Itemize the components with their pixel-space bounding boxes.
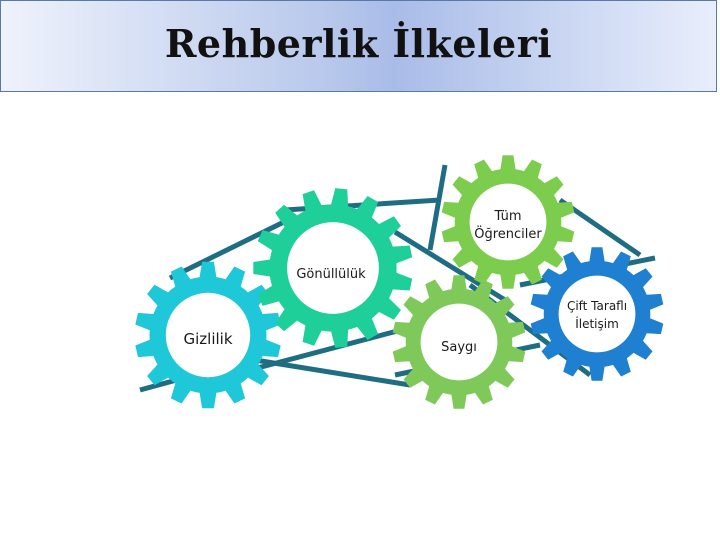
gear-label: Saygı [441, 340, 477, 355]
gear-hub [420, 303, 498, 381]
gear-label: Tüm [493, 209, 521, 224]
title-banner: Rehberlik İlkeleri [0, 0, 717, 92]
gear-hub [165, 292, 251, 378]
gear-hub [469, 183, 547, 261]
gear-label: Gönüllülük [296, 267, 366, 282]
gear-saygi: Saygı [392, 275, 526, 409]
gear-label: Çift Taraflı [567, 299, 627, 313]
gear-label: Gizlilik [183, 330, 232, 348]
gear-label: Öğrenciler [474, 225, 542, 242]
gear-gonulluluk: Gönüllülük [253, 188, 413, 348]
gear-gizlilik: Gizlilik [135, 261, 281, 409]
belt-line [254, 357, 411, 388]
belt-line [168, 215, 294, 281]
belt-line [427, 164, 448, 251]
gear-hub [287, 222, 379, 314]
gear-hub [558, 275, 636, 353]
page-title: Rehberlik İlkeleri [164, 21, 553, 66]
gear-label: İletişim [575, 316, 619, 331]
